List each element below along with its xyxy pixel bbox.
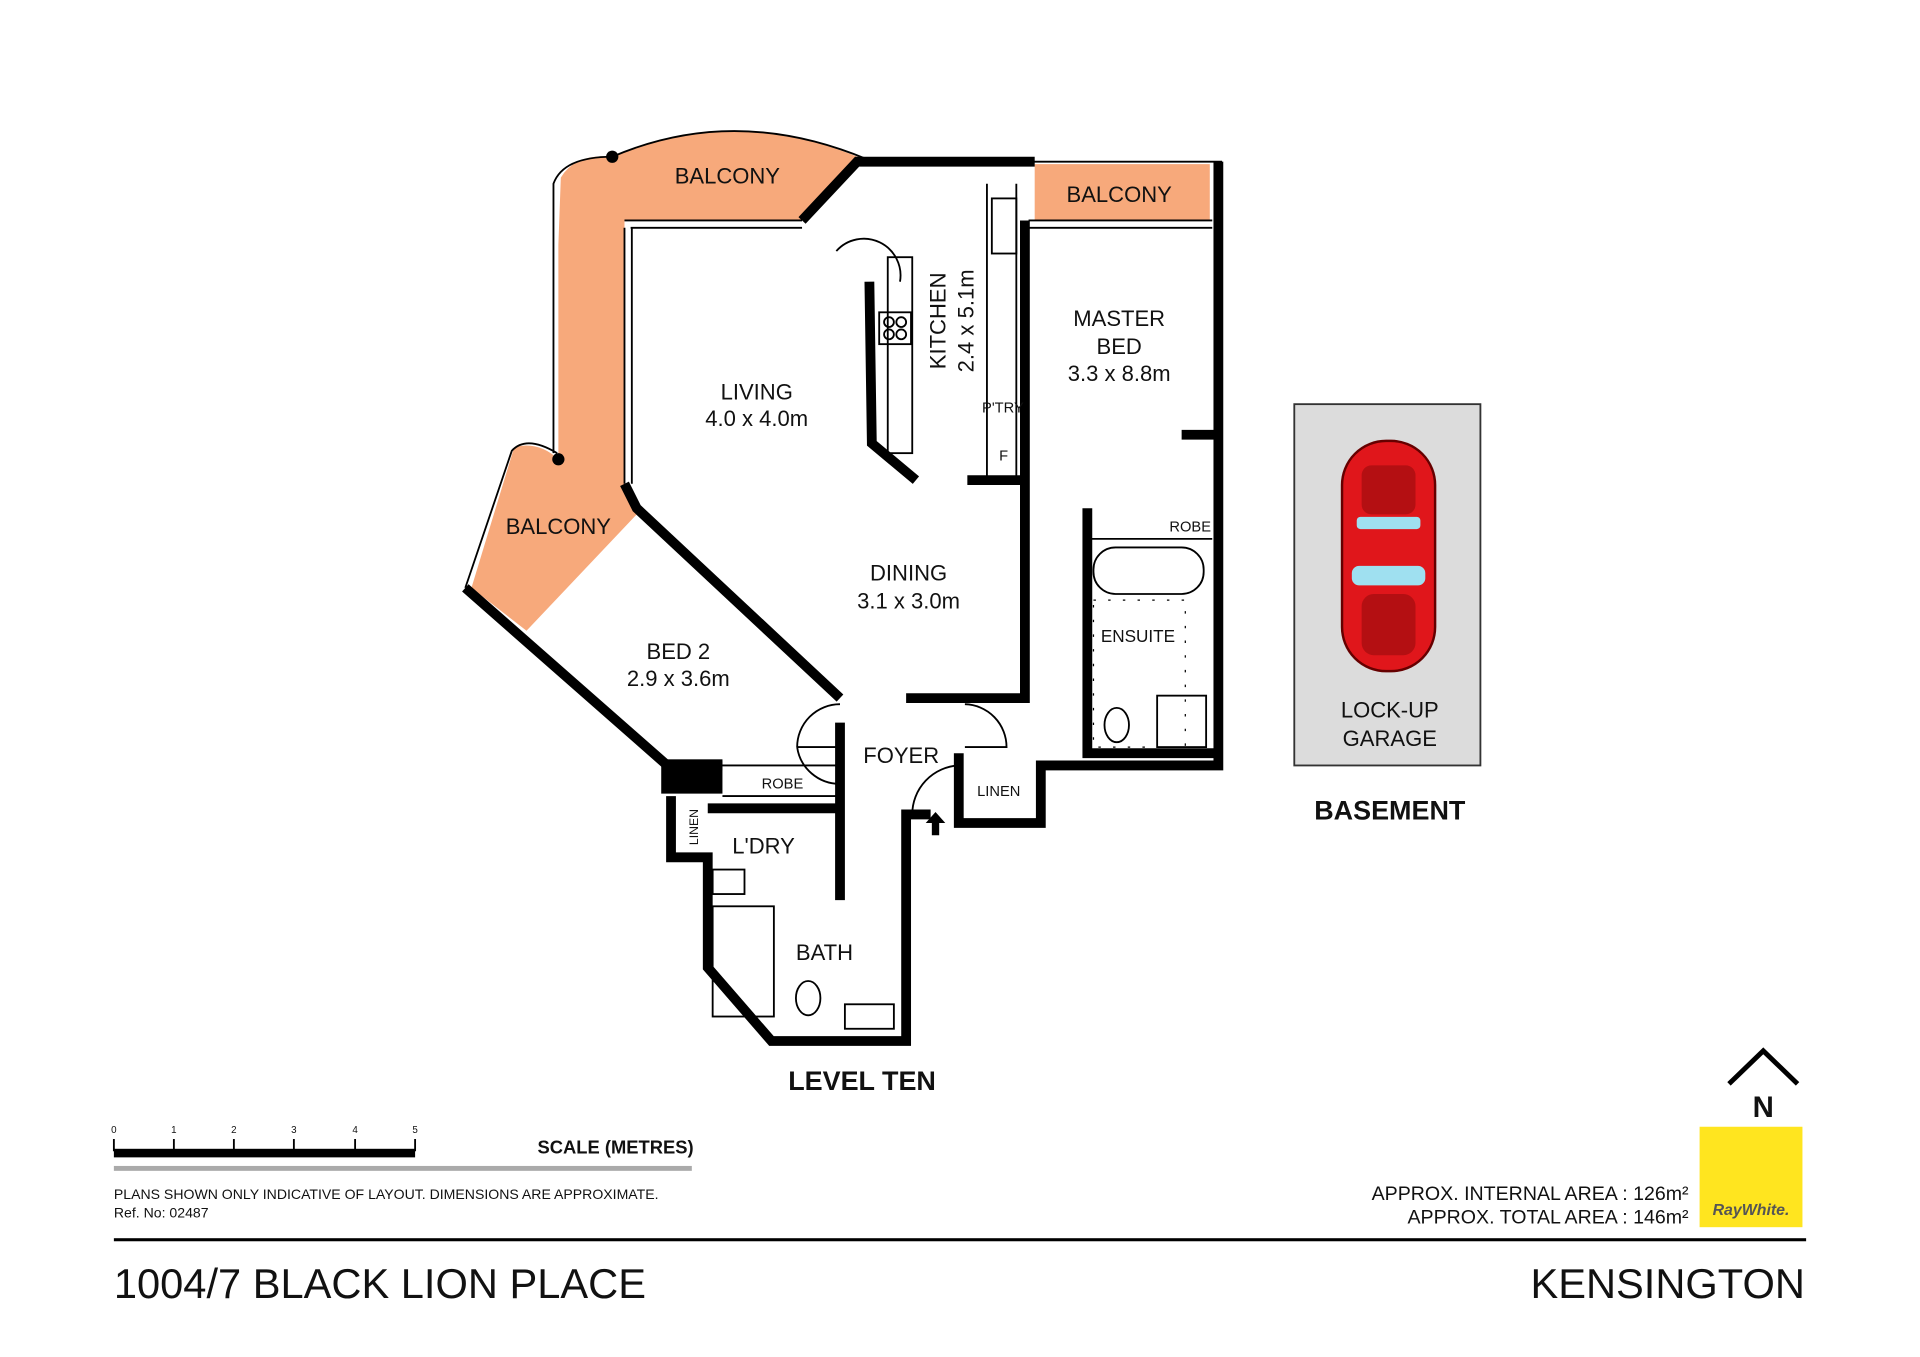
bath-label: BATH <box>796 940 853 965</box>
balcony-top-left-area <box>471 131 864 631</box>
balcony-left-label: BALCONY <box>506 514 612 539</box>
pantry-label: P'TRY <box>982 401 1024 417</box>
living-label: LIVING <box>721 379 793 404</box>
shower-icon <box>711 694 1208 1018</box>
garage-label-1: LOCK-UP <box>1341 698 1439 723</box>
balcony-master-label: BALCONY <box>1067 182 1173 207</box>
scale-tick-0: 0 <box>111 1125 117 1136</box>
vanity-icon <box>843 1003 895 1030</box>
property-address: 1004/7 BLACK LION PLACE <box>114 1260 646 1307</box>
balcony-top-label: BALCONY <box>675 164 781 189</box>
master-bed-label-2: BED <box>1097 334 1142 359</box>
reference-number: Ref. No: 02487 <box>114 1204 209 1220</box>
ensuite-label: ENSUITE <box>1101 626 1175 646</box>
property-suburb: KENSINGTON <box>1530 1260 1804 1307</box>
disclaimer: PLANS SHOWN ONLY INDICATIVE OF LAYOUT. D… <box>114 1186 659 1202</box>
dining-size: 3.1 x 3.0m <box>857 589 960 614</box>
kitchen-sink-icon <box>990 197 1018 255</box>
kitchen-size: 2.4 x 5.1m <box>953 269 978 372</box>
logo-text: RayWhite. <box>1713 1202 1790 1219</box>
cooktop-icon <box>878 311 912 346</box>
ensuite-tiles <box>1092 599 1186 748</box>
scale-tick-2: 2 <box>231 1125 236 1136</box>
scale-tick-4: 4 <box>352 1125 358 1136</box>
bed2-size: 2.9 x 3.6m <box>627 666 730 691</box>
internal-area: APPROX. INTERNAL AREA : 126m² <box>1372 1183 1689 1205</box>
kitchen-label: KITCHEN <box>925 273 950 370</box>
ray-white-logo <box>1699 1126 1803 1228</box>
bed2-label: BED 2 <box>647 639 711 664</box>
level-title: LEVEL TEN <box>788 1066 936 1096</box>
bed2-robe-label: ROBE <box>762 777 804 793</box>
fridge-label: F <box>999 448 1008 464</box>
total-area: APPROX. TOTAL AREA : 146m² <box>1408 1207 1690 1229</box>
dining-label: DINING <box>870 561 947 586</box>
toilet-icon <box>795 706 1130 1017</box>
master-robe-label: ROBE <box>1169 520 1211 536</box>
balcony-master-area <box>1034 164 1210 221</box>
basement-title: BASEMENT <box>1314 795 1466 825</box>
entry-arrow-icon <box>925 811 946 836</box>
foyer-linen-label: LINEN <box>977 784 1020 800</box>
laundry-tub-icon <box>711 868 746 895</box>
scale-label: SCALE (METRES) <box>538 1137 694 1158</box>
footer-divider <box>113 1238 1807 1242</box>
scale-tick-1: 1 <box>171 1125 176 1136</box>
north-arrow-icon: N <box>1727 1047 1800 1124</box>
scale-bar: 0 1 2 3 4 5 SCALE (METRES) <box>111 1125 694 1171</box>
laundry-label: L'DRY <box>732 834 795 859</box>
walls <box>462 156 1224 1046</box>
scale-tick-5: 5 <box>412 1125 418 1136</box>
north-label: N <box>1753 1091 1774 1124</box>
scale-tick-3: 3 <box>291 1125 297 1136</box>
foyer-label: FOYER <box>863 743 939 768</box>
laundry-linen-label: LINEN <box>687 809 701 845</box>
master-bed-size: 3.3 x 8.8m <box>1068 361 1171 386</box>
bathtub-icon <box>1092 546 1205 595</box>
car-icon <box>1340 439 1437 673</box>
master-bed-label-1: MASTER <box>1073 306 1165 331</box>
living-size: 4.0 x 4.0m <box>705 406 808 431</box>
garage-label-2: GARAGE <box>1343 726 1437 751</box>
